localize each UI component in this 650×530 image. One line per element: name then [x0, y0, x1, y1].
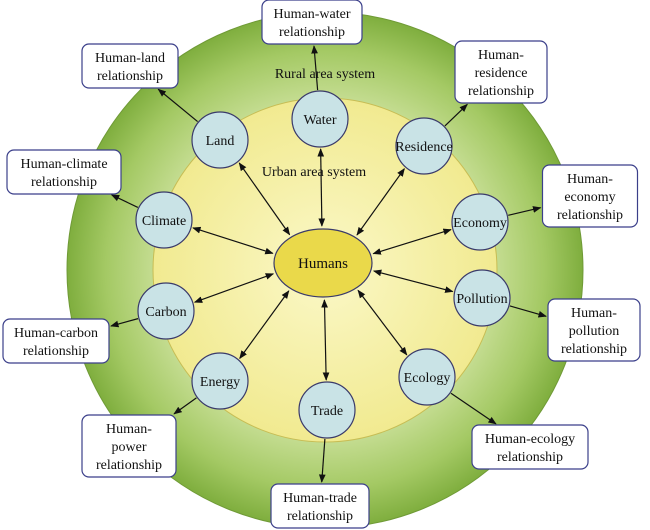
relation-arrow-water	[311, 45, 319, 91]
relation-text-pollution: relationship	[561, 342, 627, 357]
relation-box-carbon	[2, 318, 110, 364]
relation-text-land: Human-land	[95, 51, 165, 66]
node-label-climate: Climate	[142, 214, 186, 229]
node-label-economy: Economy	[453, 216, 507, 231]
edge-carbon	[193, 273, 275, 303]
relation-text-residence: Human-	[478, 48, 524, 63]
relation-text-trade: Human-trade	[283, 491, 357, 506]
node-label-ecology: Ecology	[404, 371, 451, 386]
relation-text-land: relationship	[97, 69, 163, 84]
humans-node	[273, 228, 373, 298]
relation-arrow-residence	[444, 103, 468, 127]
relation-text-economy: economy	[564, 190, 615, 205]
relation-text-water: relationship	[279, 25, 345, 40]
relation-text-carbon: relationship	[23, 344, 89, 359]
node-climate	[135, 191, 193, 249]
relation-text-carbon: Human-carbon	[14, 326, 98, 341]
relation-text-climate: relationship	[31, 175, 97, 190]
relation-text-residence: residence	[475, 66, 528, 81]
edge-water	[317, 148, 326, 227]
relation-box-pollution	[547, 298, 641, 362]
relation-box-energy	[81, 414, 177, 478]
relation-text-ecology: relationship	[497, 450, 563, 465]
relation-text-pollution: pollution	[569, 324, 620, 339]
node-label-energy: Energy	[200, 375, 240, 390]
node-pollution	[453, 269, 511, 327]
humans-label: Humans	[298, 256, 348, 272]
relation-arrow-trade	[318, 438, 326, 483]
relation-box-trade	[270, 483, 370, 529]
relation-arrow-pollution	[509, 305, 547, 318]
relation-box-water	[261, 0, 363, 45]
relation-text-economy: Human-	[567, 172, 613, 187]
edge-ecology	[357, 289, 408, 356]
relation-box-residence	[454, 40, 548, 104]
edges	[192, 148, 454, 381]
node-land	[191, 111, 249, 169]
relation-arrow-energy	[173, 397, 197, 415]
relation-box-land	[81, 43, 179, 89]
relation-text-energy: Human-	[106, 422, 152, 437]
node-label-pollution: Pollution	[456, 292, 507, 307]
relation-text-climate: Human-climate	[20, 157, 107, 172]
node-label-water: Water	[303, 113, 336, 128]
relation-arrow-land	[157, 88, 198, 123]
nodes: WaterResidenceEconomyPollutionEcologyTra…	[135, 90, 511, 439]
edge-trade	[321, 299, 330, 381]
relation-text-pollution: Human-	[571, 306, 617, 321]
urban-area-label: Urban area system	[262, 165, 366, 180]
edge-land	[238, 162, 291, 236]
relation-text-energy: power	[112, 440, 147, 455]
node-label-trade: Trade	[311, 404, 343, 419]
relation-box-climate	[6, 149, 122, 195]
node-trade	[298, 381, 356, 439]
relation-arrow-carbon	[110, 318, 139, 328]
relation-text-economy: relationship	[557, 208, 623, 223]
relation-text-residence: relationship	[468, 84, 534, 99]
relation-arrow-economy	[508, 206, 542, 216]
node-energy	[191, 352, 249, 410]
node-label-land: Land	[206, 134, 235, 149]
relation-text-ecology: Human-ecology	[485, 432, 575, 447]
edge-pollution	[372, 269, 454, 293]
node-residence	[395, 117, 453, 175]
node-carbon	[137, 282, 195, 340]
node-label-carbon: Carbon	[145, 305, 186, 320]
node-ecology	[398, 348, 456, 406]
relation-text-energy: relationship	[96, 458, 162, 473]
edge-economy	[372, 228, 452, 255]
node-label-residence: Residence	[395, 140, 453, 155]
edge-residence	[356, 168, 405, 236]
relation-box-ecology	[471, 424, 589, 470]
edge-climate	[192, 226, 274, 255]
node-economy	[451, 193, 509, 251]
relation-text-water: Human-water	[274, 7, 351, 22]
relation-box-economy	[541, 164, 639, 228]
rural-area-label: Rural area system	[275, 67, 375, 82]
node-water	[291, 90, 349, 148]
relation-arrow-ecology	[450, 392, 497, 425]
edge-energy	[239, 290, 290, 360]
relation-arrow-climate	[110, 194, 139, 208]
relation-text-trade: relationship	[287, 509, 353, 524]
